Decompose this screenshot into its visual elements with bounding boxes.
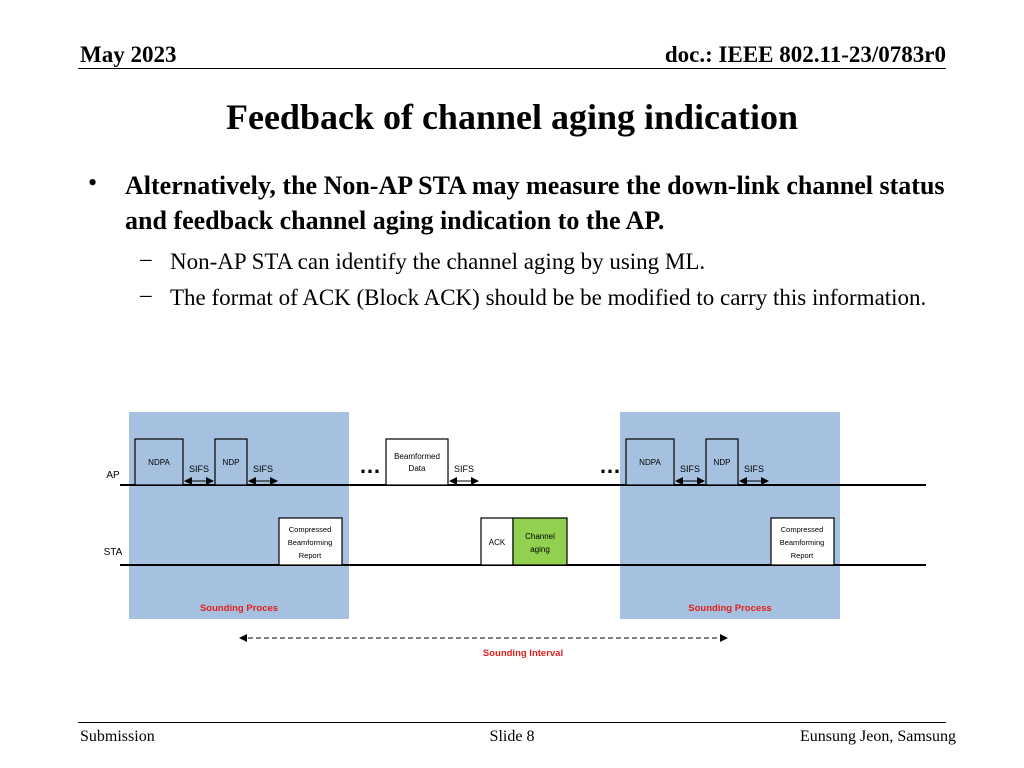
footer-slide-number: Slide 8	[489, 728, 535, 745]
cbr-label-3: Report	[299, 551, 322, 560]
cbr-frame-left	[278, 517, 343, 566]
sounding-label-left: Sounding Proces	[200, 603, 278, 614]
ndp-frame	[705, 438, 739, 486]
sifs-label: SIFS	[189, 464, 209, 474]
ellipsis-icon: …	[599, 453, 621, 478]
channel-aging-label-1: Channel	[525, 532, 555, 541]
bullet-marker: •	[88, 168, 98, 197]
beamformed-data-frame	[385, 438, 449, 486]
sounding-label-right: Sounding Process	[688, 603, 771, 614]
cbr-label-1: Compressed	[781, 525, 824, 534]
cbr-label-2: Beamforming	[288, 538, 333, 547]
header-doc-id: doc.: IEEE 802.11-23/0783r0	[664, 42, 946, 67]
ndp-label: NDP	[714, 458, 731, 467]
ap-label: AP	[106, 470, 120, 481]
footer-author: Eunsung Jeon, Samsung	[800, 728, 956, 745]
cbr-label-2: Beamforming	[780, 538, 825, 547]
ellipsis-icon: …	[359, 453, 381, 478]
sub-bullet-1: Non-AP STA can identify the channel agin…	[170, 249, 706, 274]
footer-submission: Submission	[80, 728, 155, 745]
ndp-label: NDP	[223, 458, 240, 467]
footer-rule	[78, 722, 946, 723]
sounding-interval-label: Sounding Interval	[483, 648, 563, 659]
ndp-frame	[214, 438, 248, 486]
cbr-label-3: Report	[791, 551, 814, 560]
ack-frame	[480, 517, 514, 566]
slide-title: Feedback of channel aging indication	[225, 97, 799, 137]
sifs-label: SIFS	[680, 464, 700, 474]
sifs-label: SIFS	[744, 464, 764, 474]
sifs-label: SIFS	[253, 464, 273, 474]
header-rule	[78, 68, 946, 69]
ndpa-label: NDPA	[639, 458, 661, 467]
cbr-frame-right	[770, 517, 835, 566]
bf-data-label-1: Beamformed	[394, 452, 440, 461]
bullet-text: Alternatively, the Non-AP STA may measur…	[125, 171, 945, 235]
ndpa-label: NDPA	[148, 458, 170, 467]
ndpa-frame	[625, 438, 675, 486]
ack-label: ACK	[489, 538, 506, 547]
sifs-label: SIFS	[454, 464, 474, 474]
sta-label: STA	[104, 547, 123, 558]
channel-aging-label-2: aging	[530, 545, 550, 554]
bf-data-label-2: Data	[409, 464, 426, 473]
sub-bullet-marker: –	[140, 282, 152, 307]
sub-bullet-2: The format of ACK (Block ACK) should be …	[170, 285, 927, 310]
sub-bullet-marker: –	[140, 246, 152, 271]
ndpa-frame	[134, 438, 184, 486]
header-date: May 2023	[80, 42, 177, 67]
cbr-label-1: Compressed	[289, 525, 332, 534]
channel-aging-frame	[512, 517, 568, 566]
